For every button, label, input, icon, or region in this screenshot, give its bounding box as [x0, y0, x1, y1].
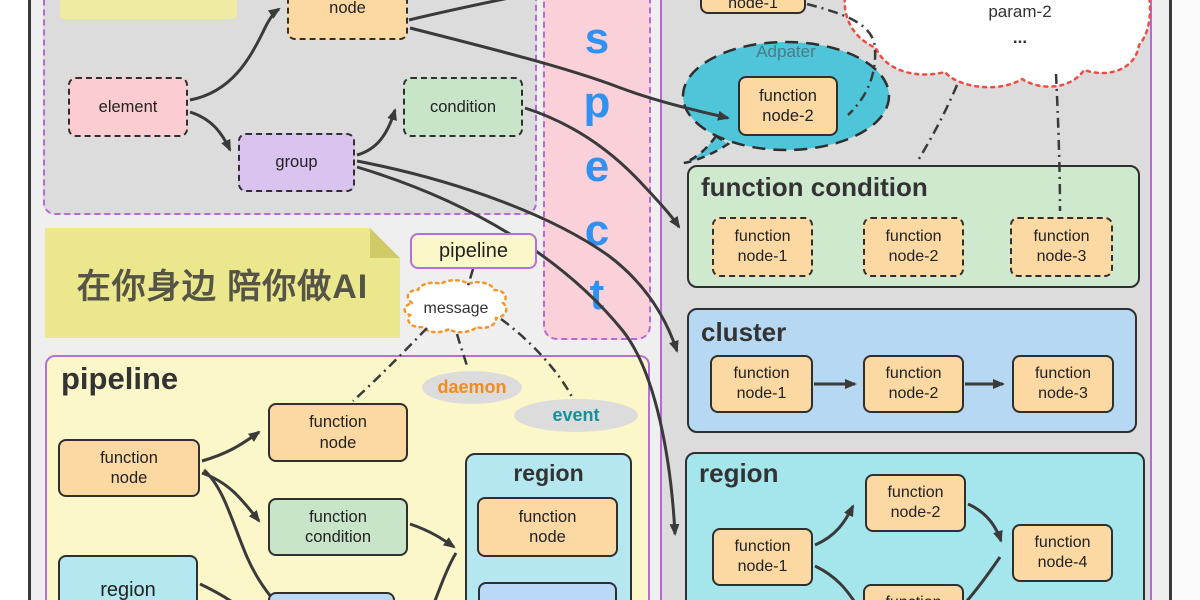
left-gutter	[0, 0, 28, 600]
cluster-node-2[interactable]: function node-2	[863, 355, 964, 413]
aspect-strip[interactable]: s p e c t	[543, 0, 651, 340]
link-pipelinetag-message	[465, 268, 475, 290]
cloud-param-text: param-2	[988, 2, 1052, 21]
daemon-badge[interactable]: daemon	[422, 371, 522, 404]
pipeline-region-bluebox[interactable]	[478, 582, 617, 600]
pipeline-region-fn[interactable]: function node	[477, 497, 618, 557]
region-node-4[interactable]: function node-4	[1012, 524, 1113, 582]
region-node-3[interactable]: function node-3	[863, 584, 964, 600]
frame-border-left	[28, 0, 31, 600]
adapter-fn2[interactable]: function node-2	[738, 76, 838, 136]
sticky-note[interactable]: 在你身边 陪你做AI	[45, 228, 400, 338]
strip-letter: e	[584, 142, 610, 191]
pipeline-fn-left[interactable]: function node	[58, 439, 200, 497]
cluster-node-3[interactable]: function node-3	[1012, 355, 1114, 413]
clipped-label-box[interactable]	[60, 0, 237, 19]
element-box[interactable]: element	[68, 77, 188, 137]
strip-letter: c	[584, 206, 610, 255]
right-gutter	[1172, 0, 1200, 600]
fc-node-3[interactable]: function node-3	[1010, 217, 1113, 277]
pipeline-bottom-bluebox[interactable]	[268, 592, 395, 600]
fc-node-1[interactable]: function node-1	[712, 217, 813, 277]
cluster-title: cluster	[701, 317, 787, 347]
strip-letter: p	[583, 78, 611, 127]
function-condition-title: function condition	[701, 172, 928, 202]
frame-border-right	[1169, 0, 1172, 600]
cluster-node-1[interactable]: function node-1	[710, 355, 813, 413]
region-title: region	[699, 458, 779, 488]
pipeline-tag[interactable]: pipeline	[410, 233, 537, 269]
right-fn1-top[interactable]: function node-1	[700, 0, 806, 14]
pipeline-fn-condition[interactable]: function condition	[268, 498, 408, 556]
strip-letter: s	[584, 14, 610, 63]
node-box[interactable]: node	[287, 0, 408, 40]
fc-node-2[interactable]: function node-2	[863, 217, 964, 277]
event-badge[interactable]: event	[514, 399, 638, 432]
pipeline-panel-title: pipeline	[61, 361, 179, 396]
pipeline-region-box[interactable]: region	[58, 555, 198, 600]
cloud-more-text: ...	[1012, 28, 1028, 47]
region-node-2[interactable]: function node-2	[865, 474, 966, 532]
condition-box[interactable]: condition	[403, 77, 523, 137]
strip-letter: t	[589, 270, 605, 319]
adapter-label: Adpater	[756, 42, 816, 61]
sticky-note-text: 在你身边 陪你做AI	[76, 267, 369, 306]
region-node-1[interactable]: function node-1	[712, 528, 813, 586]
pipeline-region-title: region	[513, 460, 584, 486]
pipeline-fn-top[interactable]: function node	[268, 403, 408, 462]
group-box[interactable]: group	[238, 133, 355, 192]
message-cloud-label: message	[423, 300, 489, 317]
